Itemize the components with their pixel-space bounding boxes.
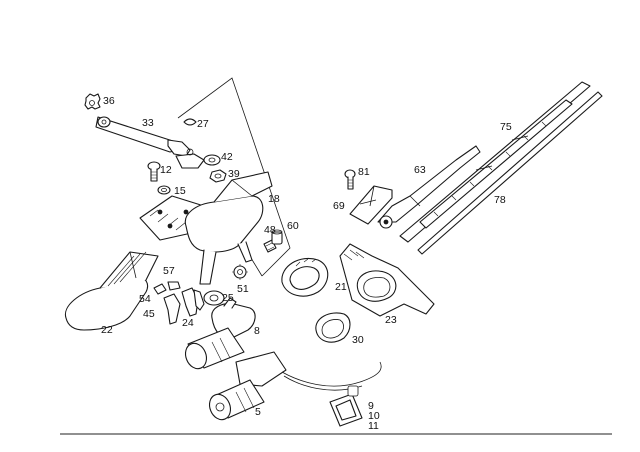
part-30-grommet: [315, 312, 351, 343]
part-63-wiper-arm: [377, 145, 481, 229]
part-45-bracket: [163, 293, 181, 325]
part-18-motor-frame: [139, 171, 273, 285]
callout-27: 27: [197, 118, 209, 130]
part-8-motor-upper: [184, 297, 256, 370]
callout-9: 9: [368, 400, 374, 412]
part-25-washer: [203, 290, 225, 306]
part-15-ring: [157, 185, 171, 195]
callout-48: 48: [264, 224, 276, 236]
callout-75: 75: [500, 121, 512, 133]
part-51-gear-washer: [232, 264, 248, 280]
callout-57: 57: [163, 265, 175, 277]
callout-33: 33: [142, 117, 154, 129]
callout-8: 8: [254, 325, 260, 337]
callout-78: 78: [494, 194, 506, 206]
callout-21: 21: [335, 281, 347, 293]
part-36-star-nut: [84, 93, 101, 110]
part-42-washer: [203, 154, 221, 166]
part-12-bolt: [147, 161, 161, 182]
callout-81: 81: [358, 166, 370, 178]
part-33-linkage-rod: [95, 116, 205, 169]
callout-45: 45: [143, 308, 155, 320]
callout-11: 11: [368, 420, 379, 432]
part-54-clip: [153, 283, 167, 295]
callout-12: 12: [160, 164, 172, 176]
callout-69: 69: [333, 200, 345, 212]
callout-18: 18: [268, 193, 280, 205]
callout-24: 24: [182, 317, 194, 329]
callout-25: 25: [222, 292, 234, 304]
callout-36: 36: [103, 95, 115, 107]
callout-63: 63: [414, 164, 426, 176]
part-69-cap: [349, 185, 393, 225]
callout-60: 60: [287, 220, 299, 232]
part-39-nut: [209, 169, 227, 183]
callout-42: 42: [221, 151, 233, 163]
callout-30: 30: [352, 334, 364, 346]
callout-22: 22: [101, 324, 113, 336]
part-75-wiper-blade: [399, 81, 591, 243]
part-5-motor-lower: [208, 351, 382, 421]
part-60-nut: [271, 229, 283, 245]
callout-15: 15: [174, 185, 186, 197]
part-27-clip: [183, 118, 197, 126]
part-22-cover: [64, 251, 159, 331]
callout-5: 5: [255, 406, 261, 418]
part-78-wiper-rubber: [417, 91, 603, 255]
callout-51: 51: [237, 283, 249, 295]
part-23-cowl-panel: [339, 243, 435, 317]
part-21-trim-ring: [281, 258, 329, 297]
part-81-bolt: [344, 169, 356, 190]
callout-labels: 36 33 27 42 12 39 15 18 60 48 57 51 54 2…: [101, 95, 512, 432]
callout-10: 10: [368, 410, 380, 422]
callout-23: 23: [385, 314, 397, 326]
part-24-clamp: [181, 287, 205, 317]
callout-39: 39: [228, 168, 240, 180]
part-57-clip: [167, 281, 181, 291]
callout-54: 54: [139, 293, 151, 305]
part-9-connector: [329, 385, 363, 427]
